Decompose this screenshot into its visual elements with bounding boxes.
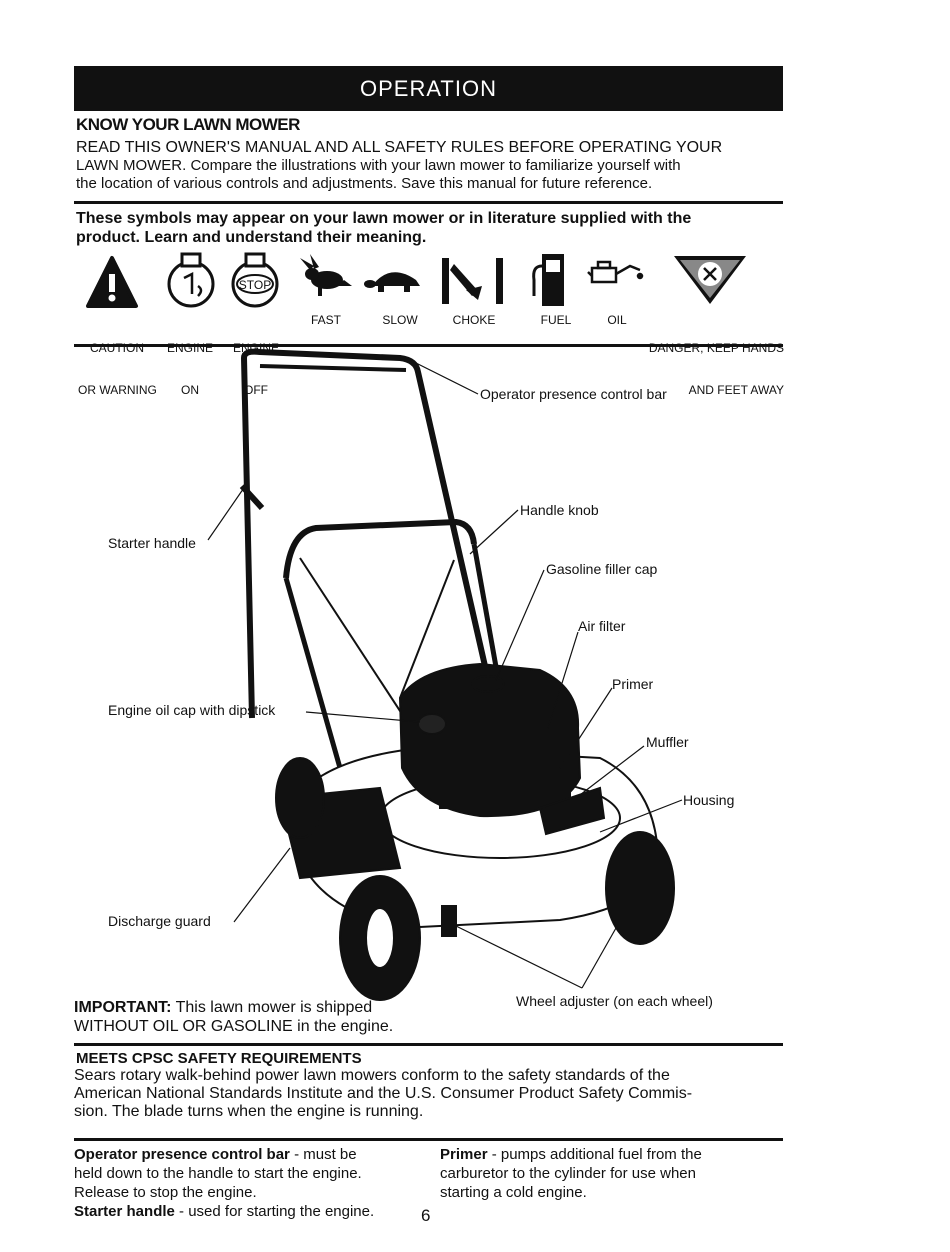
mower-illustration bbox=[207, 348, 683, 1001]
engine-off-icon: STOP bbox=[231, 252, 279, 308]
callout-handle-knob: Handle knob bbox=[520, 502, 599, 518]
oil-can-icon bbox=[587, 260, 644, 284]
label-engine-off-line-2: OFF bbox=[244, 383, 268, 397]
callout-operator-bar: Operator presence control bar bbox=[480, 386, 667, 402]
know-line-2: LAWN MOWER. Compare the illustrations wi… bbox=[76, 157, 681, 174]
symbols-intro: These symbols may appear on your lawn mo… bbox=[76, 209, 691, 247]
symbols-intro-line-2: product. Learn and understand their mean… bbox=[76, 229, 427, 246]
primer-term: Primer bbox=[440, 1146, 488, 1163]
cpsc-line-3: sion. The blade turns when the engine is… bbox=[74, 1103, 424, 1120]
primer-desc-3: starting a cold engine. bbox=[440, 1184, 587, 1201]
operator-term: Operator presence control bar bbox=[74, 1146, 290, 1163]
warning-triangle-icon bbox=[86, 256, 138, 308]
label-fuel: FUEL bbox=[540, 313, 572, 327]
operator-desc-2: held down to the handle to start the eng… bbox=[74, 1165, 362, 1182]
label-fast: FAST bbox=[310, 313, 341, 327]
engine-off-icon-text: STOP bbox=[239, 278, 271, 292]
divider bbox=[74, 1043, 783, 1046]
choke-icon bbox=[442, 258, 503, 304]
fuel-pump-icon bbox=[532, 254, 564, 306]
callout-starter-handle: Starter handle bbox=[108, 535, 196, 551]
mower-drawing bbox=[239, 348, 675, 1001]
callout-muffler: Muffler bbox=[646, 734, 689, 750]
callout-wheel-adjuster: Wheel adjuster (on each wheel) bbox=[516, 993, 713, 1009]
label-danger-line-2: AND FEET AWAY bbox=[688, 383, 784, 397]
important-note: IMPORTANT: This lawn mower is shipped WI… bbox=[74, 998, 393, 1036]
engine-on-icon bbox=[167, 252, 215, 308]
definition-right: Primer - pumps additional fuel from the … bbox=[440, 1145, 780, 1202]
turtle-icon bbox=[364, 272, 420, 292]
divider bbox=[74, 344, 783, 347]
symbol-icons-row: STOP bbox=[86, 252, 746, 308]
know-paragraph: READ THIS OWNER'S MANUAL AND ALL SAFETY … bbox=[76, 139, 796, 193]
primer-desc-2: carburetor to the cylinder for use when bbox=[440, 1165, 696, 1182]
operator-desc-1: - must be bbox=[289, 1146, 357, 1163]
definition-left: Operator presence control bar - must be … bbox=[74, 1145, 424, 1221]
divider bbox=[74, 201, 783, 204]
cpsc-line-1: Sears rotary walk-behind power lawn mowe… bbox=[74, 1067, 670, 1084]
important-text-2: WITHOUT OIL OR GASOLINE in the engine. bbox=[74, 1018, 394, 1035]
important-label: IMPORTANT: bbox=[74, 999, 172, 1016]
page-number: 6 bbox=[421, 1206, 431, 1225]
know-line-1: READ THIS OWNER'S MANUAL AND ALL SAFETY … bbox=[76, 139, 723, 156]
hand-blade-icon bbox=[674, 256, 746, 304]
divider bbox=[74, 1138, 783, 1141]
know-line-3: the location of various controls and adj… bbox=[76, 175, 653, 192]
symbols-intro-line-1: These symbols may appear on your lawn mo… bbox=[76, 210, 692, 227]
label-engine-on-line-2: ON bbox=[181, 383, 199, 397]
primer-desc-1: - pumps additional fuel from the bbox=[487, 1146, 702, 1163]
callout-oil-cap: Engine oil cap with dipstick bbox=[108, 702, 276, 718]
cpsc-line-2: American National Standards Institute an… bbox=[74, 1085, 693, 1102]
know-heading: KNOW YOUR LAWN MOWER bbox=[76, 115, 300, 134]
operator-desc-3: Release to stop the engine. bbox=[74, 1184, 257, 1201]
important-text-1: This lawn mower is shipped bbox=[171, 999, 373, 1016]
cpsc-heading: MEETS CPSC SAFETY REQUIREMENTS bbox=[76, 1050, 362, 1067]
callout-primer: Primer bbox=[612, 676, 654, 692]
callout-gas-cap: Gasoline filler cap bbox=[546, 561, 658, 577]
callout-housing: Housing bbox=[683, 792, 735, 808]
label-caution-line-2: OR WARNING bbox=[78, 383, 157, 397]
callout-air-filter: Air filter bbox=[578, 618, 626, 634]
label-choke: CHOKE bbox=[452, 313, 496, 327]
callout-leaders bbox=[207, 359, 683, 989]
starter-desc: - used for starting the engine. bbox=[174, 1203, 375, 1220]
label-slow: SLOW bbox=[382, 313, 418, 327]
starter-term: Starter handle bbox=[74, 1203, 175, 1220]
cpsc-paragraph: Sears rotary walk-behind power lawn mowe… bbox=[74, 1067, 794, 1121]
rabbit-icon bbox=[300, 254, 352, 296]
label-oil: OIL bbox=[607, 313, 627, 327]
section-banner: OPERATION bbox=[74, 66, 783, 111]
callout-discharge-guard: Discharge guard bbox=[108, 913, 211, 929]
